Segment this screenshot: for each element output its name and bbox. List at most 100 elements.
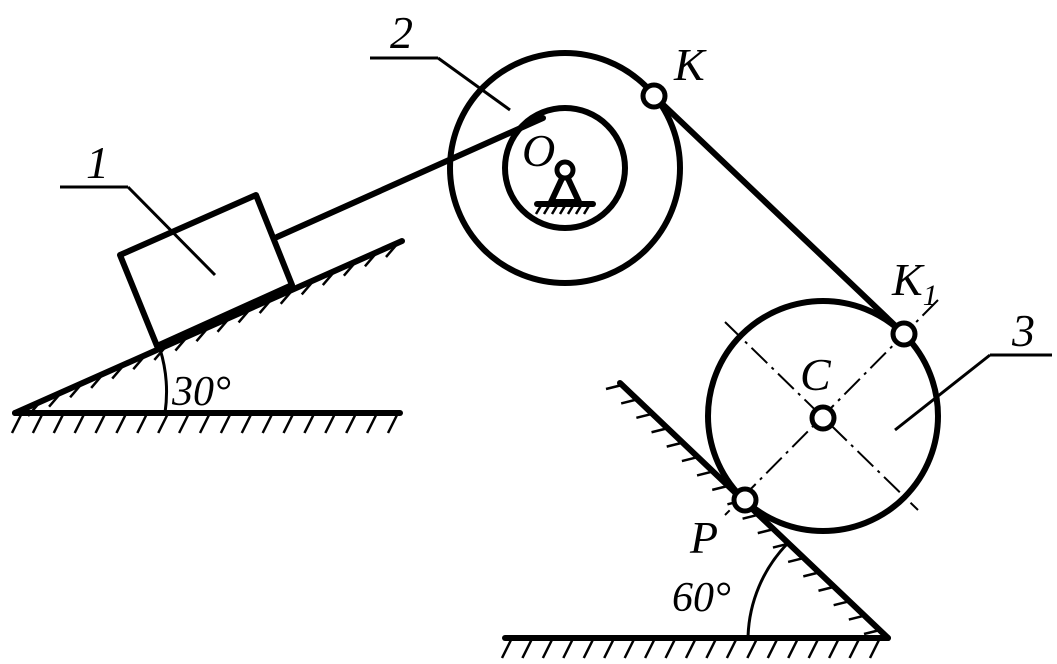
wheel-rim <box>705 298 941 534</box>
hatch-stroke <box>711 484 729 492</box>
hatch-stroke <box>566 203 576 215</box>
hatch-stroke <box>696 470 714 477</box>
hatch-stroke <box>500 637 514 659</box>
pulley-inner-drum <box>502 105 628 231</box>
label-P: P <box>689 512 718 563</box>
wheel-body-3: C K1 P 3 <box>689 254 1052 563</box>
hatch-stroke <box>651 427 668 434</box>
hatch-stroke <box>534 203 544 215</box>
hatch-stroke <box>279 288 294 305</box>
wheel-axis-line-1 <box>724 321 919 511</box>
right-ground-hatching <box>500 637 882 659</box>
hatch-stroke <box>136 412 149 434</box>
label-C: C <box>800 349 832 400</box>
hatch-stroke <box>52 412 65 434</box>
hatch-stroke <box>198 412 212 434</box>
hatch-stroke <box>848 637 861 659</box>
hatch-stroke <box>746 637 759 659</box>
hatch-stroke <box>807 637 820 659</box>
hatch-stroke <box>31 412 45 434</box>
hatch-stroke <box>363 251 378 268</box>
hatch-stroke <box>757 527 775 535</box>
hatch-stroke <box>345 412 358 434</box>
hatch-stroke <box>766 637 779 659</box>
hatch-stroke <box>73 412 86 434</box>
hatch-stroke <box>787 637 800 659</box>
point-C-marker <box>809 404 837 432</box>
hatch-stroke <box>582 203 592 215</box>
label-3: 3 <box>1011 305 1035 356</box>
hatch-stroke <box>833 599 850 607</box>
hatch-stroke <box>550 203 560 215</box>
label-K1-main: K <box>891 254 925 305</box>
hatch-stroke <box>605 383 623 391</box>
hatch-stroke <box>725 637 739 659</box>
hatch-stroke <box>562 637 575 659</box>
hatch-stroke <box>261 412 274 434</box>
left-ground-hatching <box>10 412 400 434</box>
point-K1-marker <box>890 320 918 348</box>
label-3-leader <box>894 353 991 432</box>
hatch-stroke <box>827 637 841 659</box>
label-O: O <box>522 125 555 176</box>
hatch-stroke <box>521 637 534 659</box>
hatch-stroke <box>177 412 191 434</box>
label-K1: K1 <box>891 254 938 312</box>
hatch-stroke <box>48 391 63 408</box>
incline-30-surface <box>12 238 405 416</box>
hatch-stroke <box>623 637 636 659</box>
point-K-marker <box>640 82 668 110</box>
hatch-stroke <box>787 556 805 564</box>
hatch-stroke <box>705 637 718 659</box>
rope-K-to-K1 <box>651 93 907 337</box>
incline-30-hatching <box>27 242 399 417</box>
hatch-stroke <box>636 412 653 420</box>
hatch-stroke <box>157 412 170 434</box>
hatch-stroke <box>115 412 128 434</box>
hatch-stroke <box>666 441 684 448</box>
hatch-stroke <box>303 412 316 434</box>
hatch-stroke <box>802 571 820 578</box>
block-1 <box>117 192 295 349</box>
hatch-stroke <box>282 412 295 434</box>
hatch-stroke <box>324 412 337 434</box>
angle-60-label: 60° <box>672 575 731 621</box>
hatch-stroke <box>174 335 189 352</box>
hatch-stroke <box>216 317 231 333</box>
hatch-stroke <box>111 363 126 380</box>
label-K: K <box>673 39 707 90</box>
angle-30-label: 30° <box>171 369 231 415</box>
pulley-body-2: O 2 <box>370 7 683 286</box>
angle-30-arc <box>158 348 169 414</box>
hatch-stroke <box>620 398 638 405</box>
hatch-stroke <box>69 382 84 399</box>
rope-block-to-pulley <box>274 115 546 240</box>
hatch-stroke <box>300 279 315 296</box>
hatch-stroke <box>27 401 41 417</box>
hatch-stroke <box>258 298 273 314</box>
hatch-stroke <box>643 637 657 659</box>
hatch-stroke <box>385 242 399 258</box>
hatch-stroke <box>574 203 584 215</box>
hatch-stroke <box>132 354 147 371</box>
angle-60-arc <box>746 541 790 639</box>
label-1-leader <box>126 185 217 277</box>
label-2: 2 <box>390 7 413 58</box>
hatch-stroke <box>664 637 677 659</box>
hatch-stroke <box>603 637 616 659</box>
hatch-stroke <box>219 412 233 434</box>
pivot-base-hatching <box>534 203 592 215</box>
hatch-stroke <box>342 260 357 277</box>
label-1: 1 <box>86 137 109 188</box>
hatch-stroke <box>684 637 698 659</box>
hatch-stroke <box>848 614 866 621</box>
hatch-stroke <box>94 412 107 434</box>
hatch-stroke <box>818 585 835 592</box>
hatch-stroke <box>365 412 379 434</box>
pivot-pin-O <box>554 159 576 181</box>
hatch-stroke <box>863 628 881 636</box>
hatch-stroke <box>195 326 210 342</box>
hatch-stroke <box>558 203 568 215</box>
hatch-stroke <box>237 307 252 324</box>
